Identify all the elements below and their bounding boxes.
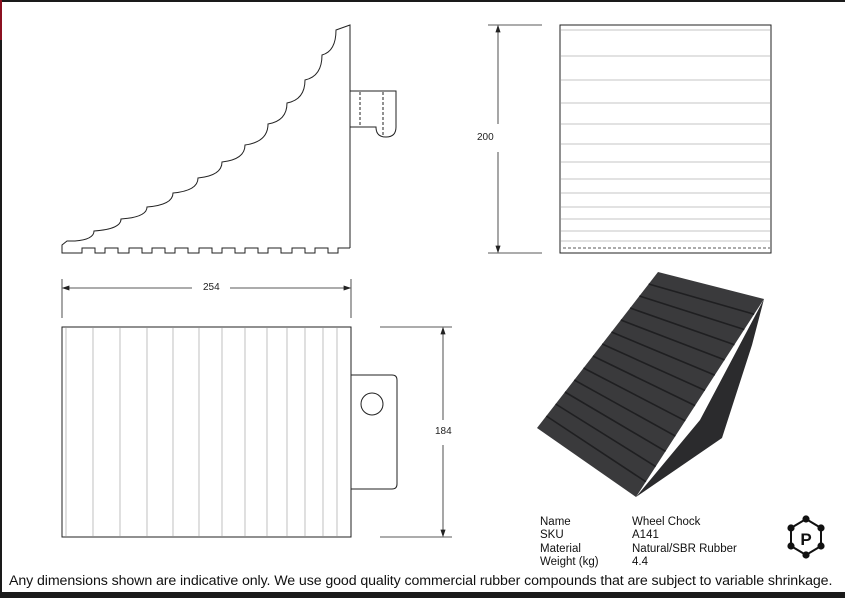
chock-rib — [555, 403, 657, 468]
disclaimer-text: Any dimensions shown are indicative only… — [9, 573, 833, 589]
chock-rib — [564, 391, 666, 452]
chock-rib — [573, 379, 676, 437]
side-view-profile — [61, 24, 351, 254]
spec-value: Natural/SBR Rubber — [632, 542, 737, 555]
top-view-tab — [351, 374, 398, 490]
chock-rib — [620, 319, 725, 361]
chock-rib — [601, 343, 706, 392]
length-dimension — [61, 279, 352, 318]
spec-row-sku: SKU A141 — [540, 529, 737, 542]
spec-row-weight: Weight (kg) 4.4 — [540, 556, 737, 569]
chock-rib — [583, 367, 686, 422]
side-view — [61, 24, 397, 254]
left-border — [0, 0, 2, 598]
length-label: 254 — [201, 282, 222, 293]
left-accent — [0, 0, 2, 40]
height-dimension — [488, 24, 542, 254]
spec-value: 4.4 — [632, 555, 648, 568]
front-view — [559, 24, 772, 254]
spec-label: Name — [540, 516, 571, 528]
top-view — [61, 326, 398, 538]
chock-rib — [629, 307, 735, 346]
tab-hole — [360, 392, 384, 416]
spec-row-material: Material Natural/SBR Rubber — [540, 543, 737, 556]
logo-letter: P — [800, 530, 811, 549]
chock-rib — [639, 295, 745, 331]
width-dimension — [380, 326, 452, 538]
width-label: 184 — [433, 426, 454, 437]
spec-value: Wheel Chock — [632, 516, 701, 528]
chock-rib — [648, 283, 755, 315]
brand-logo: P — [787, 515, 825, 559]
spec-value: A141 — [632, 529, 659, 542]
spec-label: Weight (kg) — [540, 555, 599, 568]
spec-table: Name Wheel Chock SKU A141 Material Natural/… — [540, 516, 737, 569]
bottom-border — [0, 592, 845, 598]
spec-label: SKU — [540, 529, 564, 542]
top-border — [0, 0, 845, 2]
chock-rib — [592, 355, 696, 407]
height-label: 200 — [475, 132, 496, 143]
chock-rib — [545, 415, 647, 483]
side-view-tab — [350, 90, 397, 138]
chock-3d-render — [537, 272, 764, 497]
spec-row-name: Name Wheel Chock — [540, 516, 737, 529]
spec-label: Material — [540, 542, 581, 555]
chock-rib — [611, 331, 716, 376]
